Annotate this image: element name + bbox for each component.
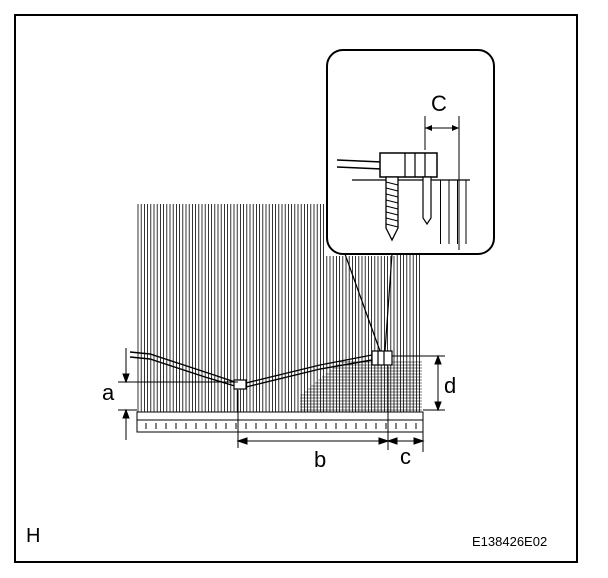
figure-code: E138426E02 — [472, 534, 547, 549]
label-d: d — [444, 373, 456, 398]
dimension-a — [118, 348, 238, 440]
sensor-probe — [371, 350, 393, 366]
dimension-c — [386, 412, 425, 452]
label-b: b — [314, 447, 326, 472]
dimension-b — [236, 366, 390, 450]
tank-slots — [145, 423, 417, 429]
label-c-lower: c — [400, 444, 411, 469]
bottom-tank — [136, 411, 424, 433]
label-C-upper: C — [431, 91, 447, 116]
detail-inset — [326, 49, 495, 352]
figure-frame — [14, 14, 578, 563]
dimension-d — [392, 354, 445, 412]
panel-letter: H — [26, 525, 40, 547]
label-a: a — [102, 380, 115, 405]
sensor-clip-center — [233, 379, 247, 390]
